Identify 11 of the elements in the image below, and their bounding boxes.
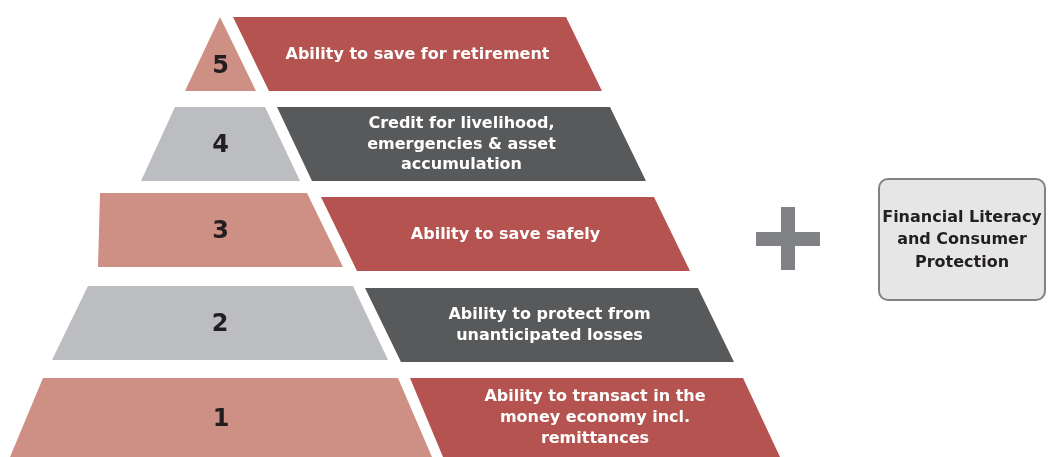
info-box: Financial Literacy and Consumer Protection <box>878 178 1046 301</box>
tier-band: Credit for livelihood, emergencies & asset accumulation <box>277 107 646 181</box>
tier-band: Ability to protect from unanticipated losses <box>365 288 734 362</box>
tier-number-shape: 4 <box>141 107 300 181</box>
tier-number-shape: 2 <box>52 286 388 360</box>
tier-band: Ability to save safely <box>321 197 690 271</box>
tier-number-shape: 1 <box>10 378 432 457</box>
tier-number-shape: 3 <box>98 193 343 267</box>
tier-number-shape: 5 <box>185 17 256 91</box>
tier-band: Ability to transact in the money economy incl. remittances <box>410 378 780 457</box>
tier-band: Ability to save for retirement <box>233 17 602 91</box>
